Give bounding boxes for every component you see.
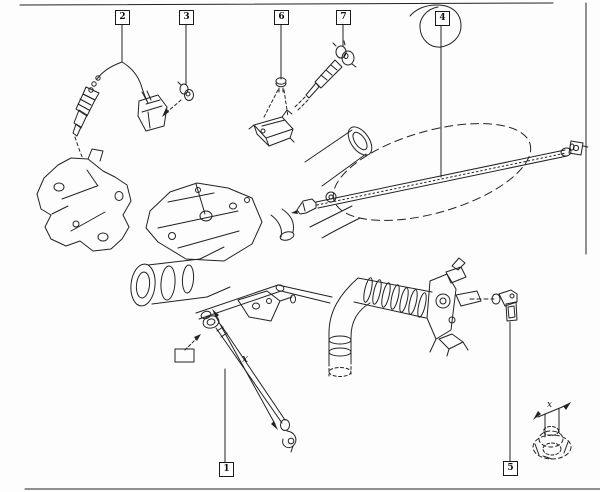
pressure-sensor-5-drawing xyxy=(491,289,518,322)
callout-4-label: 4 xyxy=(439,13,446,23)
support-bracket-drawing xyxy=(195,284,333,322)
dimension-label-x-nut: x xyxy=(547,400,553,410)
callout-3-label: 3 xyxy=(183,12,190,22)
manifold-bracket-drawing xyxy=(36,148,132,252)
callout-4: 4 xyxy=(435,11,450,26)
catalytic-converter-drawing xyxy=(130,123,532,307)
callout-6: 6 xyxy=(274,10,289,25)
sensor-cable-4-drawing xyxy=(291,140,589,215)
heat-shield-drawing xyxy=(145,182,263,262)
callout-leader-lines xyxy=(121,23,511,463)
callout-3: 3 xyxy=(179,10,194,25)
clip-3-drawing xyxy=(162,81,194,117)
nut-detail-drawing xyxy=(532,402,572,460)
callout-6-label: 6 xyxy=(278,12,285,22)
callout-7: 7 xyxy=(336,10,351,25)
probe-sensor-1-drawing xyxy=(174,309,297,453)
callout-1: 1 xyxy=(219,462,234,477)
oxygen-sensor-2-drawing xyxy=(72,61,168,160)
callout-1-label: 1 xyxy=(223,464,230,474)
highlight-circle-icon xyxy=(409,4,462,48)
callout-2-label: 2 xyxy=(119,12,126,22)
callout-5: 5 xyxy=(503,461,518,476)
callout-2: 2 xyxy=(115,10,130,25)
grommet-valve-6-drawing xyxy=(248,77,295,147)
callout-5-label: 5 xyxy=(507,463,514,473)
callout-7-label: 7 xyxy=(340,12,347,22)
dimension-label-x-probe: x xyxy=(242,352,249,365)
scan-border xyxy=(19,2,600,490)
temperature-sensor-7-drawing xyxy=(293,40,357,112)
egr-hose-assembly-drawing xyxy=(328,257,495,377)
